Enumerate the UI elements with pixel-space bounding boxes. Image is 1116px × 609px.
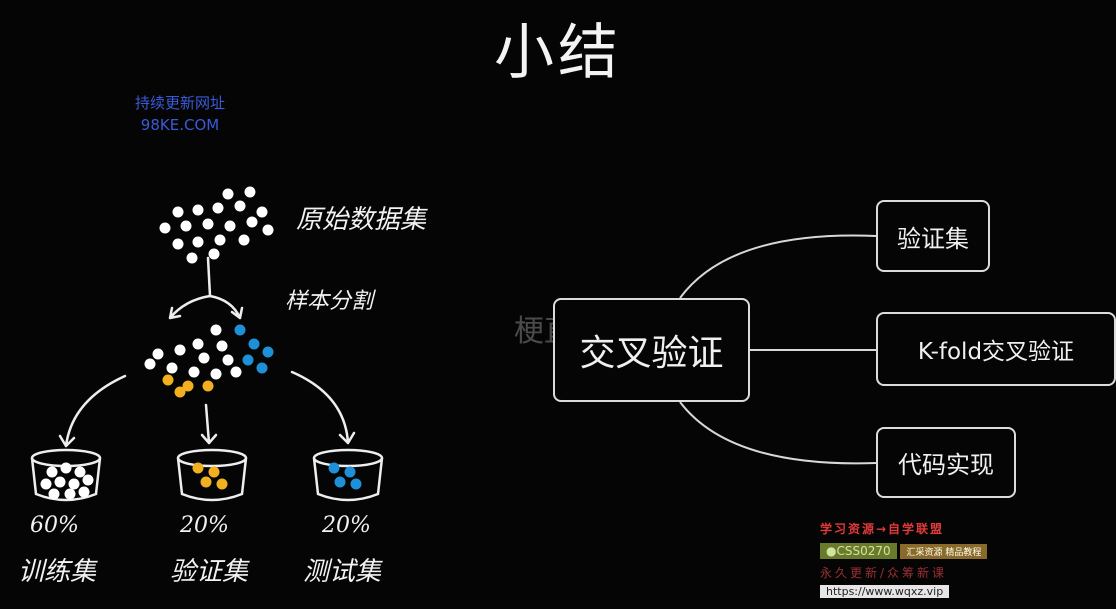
test-percent: 20% (321, 513, 371, 538)
split-dot-val (202, 380, 214, 392)
connector-top (679, 234, 877, 299)
split-dot-train (188, 366, 200, 378)
raw-data-dot (186, 252, 198, 264)
val-percent: 20% (179, 513, 229, 538)
raw-data-dot (256, 206, 268, 218)
raw-data-dot (224, 220, 236, 232)
bucket-dot-test (344, 466, 356, 478)
connector-bottom (679, 401, 877, 465)
val-label: 验证集 (170, 557, 250, 587)
bucket-dot-train (68, 478, 80, 490)
bucket-dot-val (200, 476, 212, 488)
split-dot-train (192, 338, 204, 350)
arrow-down-from-raw (206, 256, 212, 298)
mindmap-node-code: 代码实现 (876, 427, 1016, 498)
bucket-dot-val (208, 466, 220, 478)
bucket-dot-train (60, 462, 72, 474)
ad-line-2a: ●CSS0270 (820, 543, 897, 559)
raw-data-dot (208, 248, 220, 260)
buckets (30, 448, 384, 502)
bucket-dot-test (328, 462, 340, 474)
bucket-dot-train (46, 466, 58, 478)
mindmap-connectors (679, 234, 877, 465)
bucket-dot-train (40, 478, 52, 490)
split-dot-val (174, 386, 186, 398)
mindmap-root-node: 交叉验证 (553, 298, 750, 402)
split-dot-train (166, 362, 178, 374)
watermark-line-1: 持续更新网址 (134, 94, 225, 112)
page-title: 小结 (494, 18, 622, 88)
raw-data-dot (246, 216, 258, 228)
split-dot-train (210, 324, 222, 336)
bucket-dot-train (82, 474, 94, 486)
raw-data-dot (159, 222, 171, 234)
ad-line-3: 永久更新/众筹新课 (820, 566, 948, 580)
train-label: 训练集 (18, 557, 98, 587)
raw-data-dot (214, 234, 226, 246)
bucket-dot-test (334, 476, 346, 488)
bucket-dot-train (54, 476, 66, 488)
bucket-test (312, 448, 384, 502)
raw-data-dot (202, 218, 214, 230)
bucket-dot-train (64, 488, 76, 500)
arrow-curve-right (208, 294, 244, 320)
split-dot-train (222, 354, 234, 366)
bucket-dot-val (192, 462, 204, 474)
split-dot-test (262, 346, 274, 358)
test-label: 测试集 (303, 557, 383, 587)
raw-data-dot (172, 238, 184, 250)
split-dot-test (234, 324, 246, 336)
raw-data-dot (172, 206, 184, 218)
raw-data-dot (192, 204, 204, 216)
bucket-dot-test (350, 478, 362, 490)
raw-data-dot (244, 186, 256, 198)
split-dot-train (230, 366, 242, 378)
split-dot-val (182, 380, 194, 392)
raw-data-dot (180, 220, 192, 232)
raw-data-dot (212, 202, 224, 214)
ad-line-1: 学习资源→自学联盟 (820, 522, 945, 536)
bucket-val (176, 448, 248, 502)
sketch-arrows (58, 256, 356, 448)
split-dot-train (144, 358, 156, 370)
dataset-dots (144, 186, 274, 398)
ad-watermark: 学习资源→自学联盟 ●CSS0270 汇采资源 精品教程 永久更新/众筹新课 h… (820, 520, 1032, 604)
raw-data-dot (192, 236, 204, 248)
split-dot-train (152, 348, 164, 360)
ad-line-2b: 汇采资源 精品教程 (900, 544, 988, 559)
split-dot-test (242, 354, 254, 366)
split-dot-train (198, 352, 210, 364)
raw-data-dot (234, 200, 246, 212)
split-dot-train (216, 340, 228, 352)
bucket-dot-train (48, 488, 60, 500)
arrow-to-val (200, 403, 218, 445)
split-label: 样本分割 (285, 289, 376, 314)
split-dot-val (162, 374, 174, 386)
bucket-dot-train (74, 466, 86, 478)
split-dot-test (256, 362, 268, 374)
raw-data-dot (262, 224, 274, 236)
arrow-to-test (290, 370, 356, 445)
raw-data-dot (238, 234, 250, 246)
split-dot-test (248, 338, 260, 350)
watermark-line-2: 98KE.COM (140, 116, 220, 134)
bucket-dot-val (216, 478, 228, 490)
ad-line-4: https://www.wqxz.vip (820, 585, 950, 598)
raw-data-dot (222, 188, 234, 200)
mindmap-node-kfold: K-fold交叉验证 (876, 312, 1116, 386)
bucket-dots (40, 462, 362, 500)
mindmap-node-validation-set: 验证集 (876, 200, 990, 272)
arrow-to-train (58, 374, 127, 448)
split-dot-train (174, 344, 186, 356)
raw-dataset-label: 原始数据集 (296, 205, 428, 235)
train-percent: 60% (30, 513, 79, 538)
split-dot-train (210, 368, 222, 380)
bucket-dot-train (78, 486, 90, 498)
arrow-curve-left (168, 294, 212, 320)
watermark-url: 持续更新网址 98KE.COM (110, 92, 250, 136)
